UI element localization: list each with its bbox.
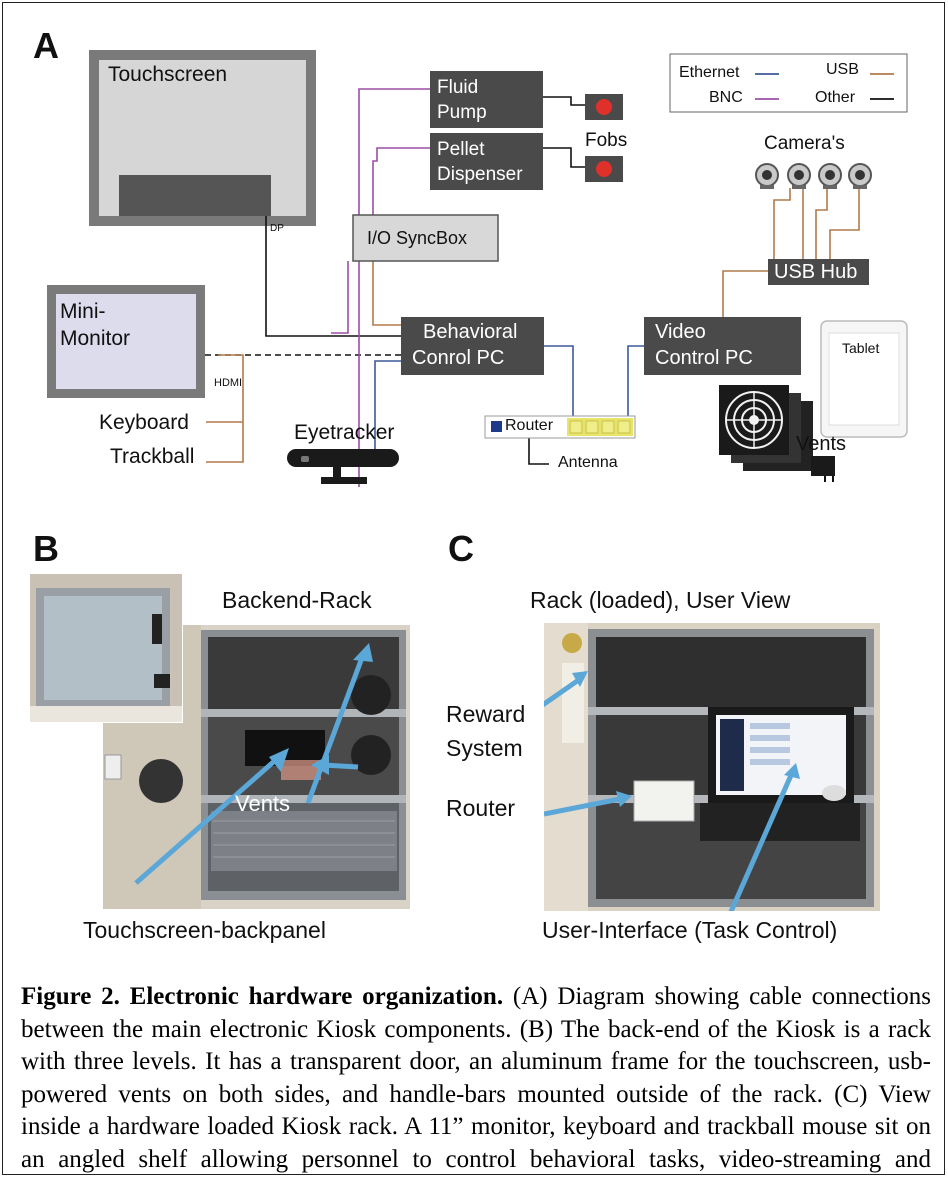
behavioral-pc-label-2: Conrol PC (412, 347, 505, 369)
vents-label-a: Vents (796, 433, 847, 455)
ethernet-cables (374, 345, 644, 451)
backend-rack-photo (103, 625, 410, 909)
eyetracker-device (287, 449, 399, 484)
backend-rack-title: Backend-Rack (222, 587, 372, 613)
panel-c-letter: C (448, 528, 474, 569)
reward-label-1: Reward (446, 701, 526, 727)
figure-caption: Figure 2. Electronic hardware organizati… (21, 981, 931, 1174)
usb-hub-box (768, 259, 869, 285)
usb-hub-label: USB Hub (774, 261, 858, 283)
mini-monitor-device (47, 285, 205, 398)
legend-ethernet: Ethernet (679, 64, 740, 81)
touchscreen-label: Touchscreen (108, 63, 228, 86)
vent-fan-device (719, 385, 835, 482)
keyboard-label: Keyboard (99, 411, 189, 434)
behavioral-pc-label-1: Behavioral (423, 321, 518, 343)
router-photo-label: Router (446, 795, 516, 821)
dp-label: DP (270, 223, 284, 234)
hdmi-label: HDMI (214, 377, 243, 389)
loaded-rack-photo (544, 623, 880, 911)
video-pc-label-1: Video (655, 321, 706, 343)
fluid-pump-label-2: Pump (437, 102, 487, 123)
mini-monitor-label-1: Mini- (60, 300, 106, 323)
eyetracker-label: Eyetracker (294, 421, 395, 444)
legend-other: Other (815, 89, 856, 106)
usb-cables (206, 188, 860, 463)
legend-usb: USB (826, 61, 859, 78)
pellet-dispenser-box (430, 133, 543, 190)
video-pc-box (644, 317, 801, 375)
user-interface-label: User-Interface (Task Control) (542, 917, 838, 943)
rack-loaded-title: Rack (loaded), User View (530, 587, 791, 613)
cameras-device (755, 163, 872, 189)
fluid-pump-label-1: Fluid (437, 77, 479, 98)
vents-label-b: Vents (235, 791, 291, 816)
touchscreen-device (89, 50, 316, 226)
caption-body: (A) Diagram showing cable connections be… (21, 983, 931, 1173)
mini-monitor-label-2: Monitor (60, 327, 131, 350)
tablet-label: Tablet (842, 340, 880, 356)
reward-label-2: System (446, 735, 523, 761)
cameras-label: Camera's (764, 133, 845, 154)
fobs-label: Fobs (585, 130, 628, 151)
syncbox-label: I/O SyncBox (367, 228, 468, 248)
touchscreen-backpanel-label: Touchscreen-backpanel (83, 917, 326, 943)
door-inset-illustration (30, 574, 182, 722)
panel-a-diagram (47, 50, 908, 487)
tablet-device (820, 320, 908, 438)
backend-rack-illustration (103, 625, 410, 909)
fob-top (585, 94, 623, 120)
trackball-label: Trackball (110, 445, 195, 468)
legend-bnc: BNC (709, 89, 743, 106)
router-label: Router (505, 417, 554, 434)
syncbox-box (352, 214, 499, 262)
antenna-label: Antenna (558, 454, 618, 471)
loaded-rack-illustration (544, 623, 880, 911)
pellet-dispenser-label-2: Dispenser (437, 164, 523, 185)
fluid-pump-box (430, 71, 543, 128)
legend (669, 53, 908, 113)
video-pc-label-2: Control PC (655, 347, 753, 369)
router-device (484, 415, 636, 439)
pellet-dispenser-label-1: Pellet (437, 139, 485, 160)
panel-b-letter: B (33, 528, 59, 569)
fob-bottom (585, 156, 623, 182)
caption-title: Figure 2. Electronic hardware organizati… (21, 983, 504, 1010)
door-inset-photo (29, 573, 183, 723)
behavioral-pc-box (401, 317, 544, 375)
bnc-cables (331, 88, 430, 487)
panel-a-letter: A (33, 25, 59, 66)
